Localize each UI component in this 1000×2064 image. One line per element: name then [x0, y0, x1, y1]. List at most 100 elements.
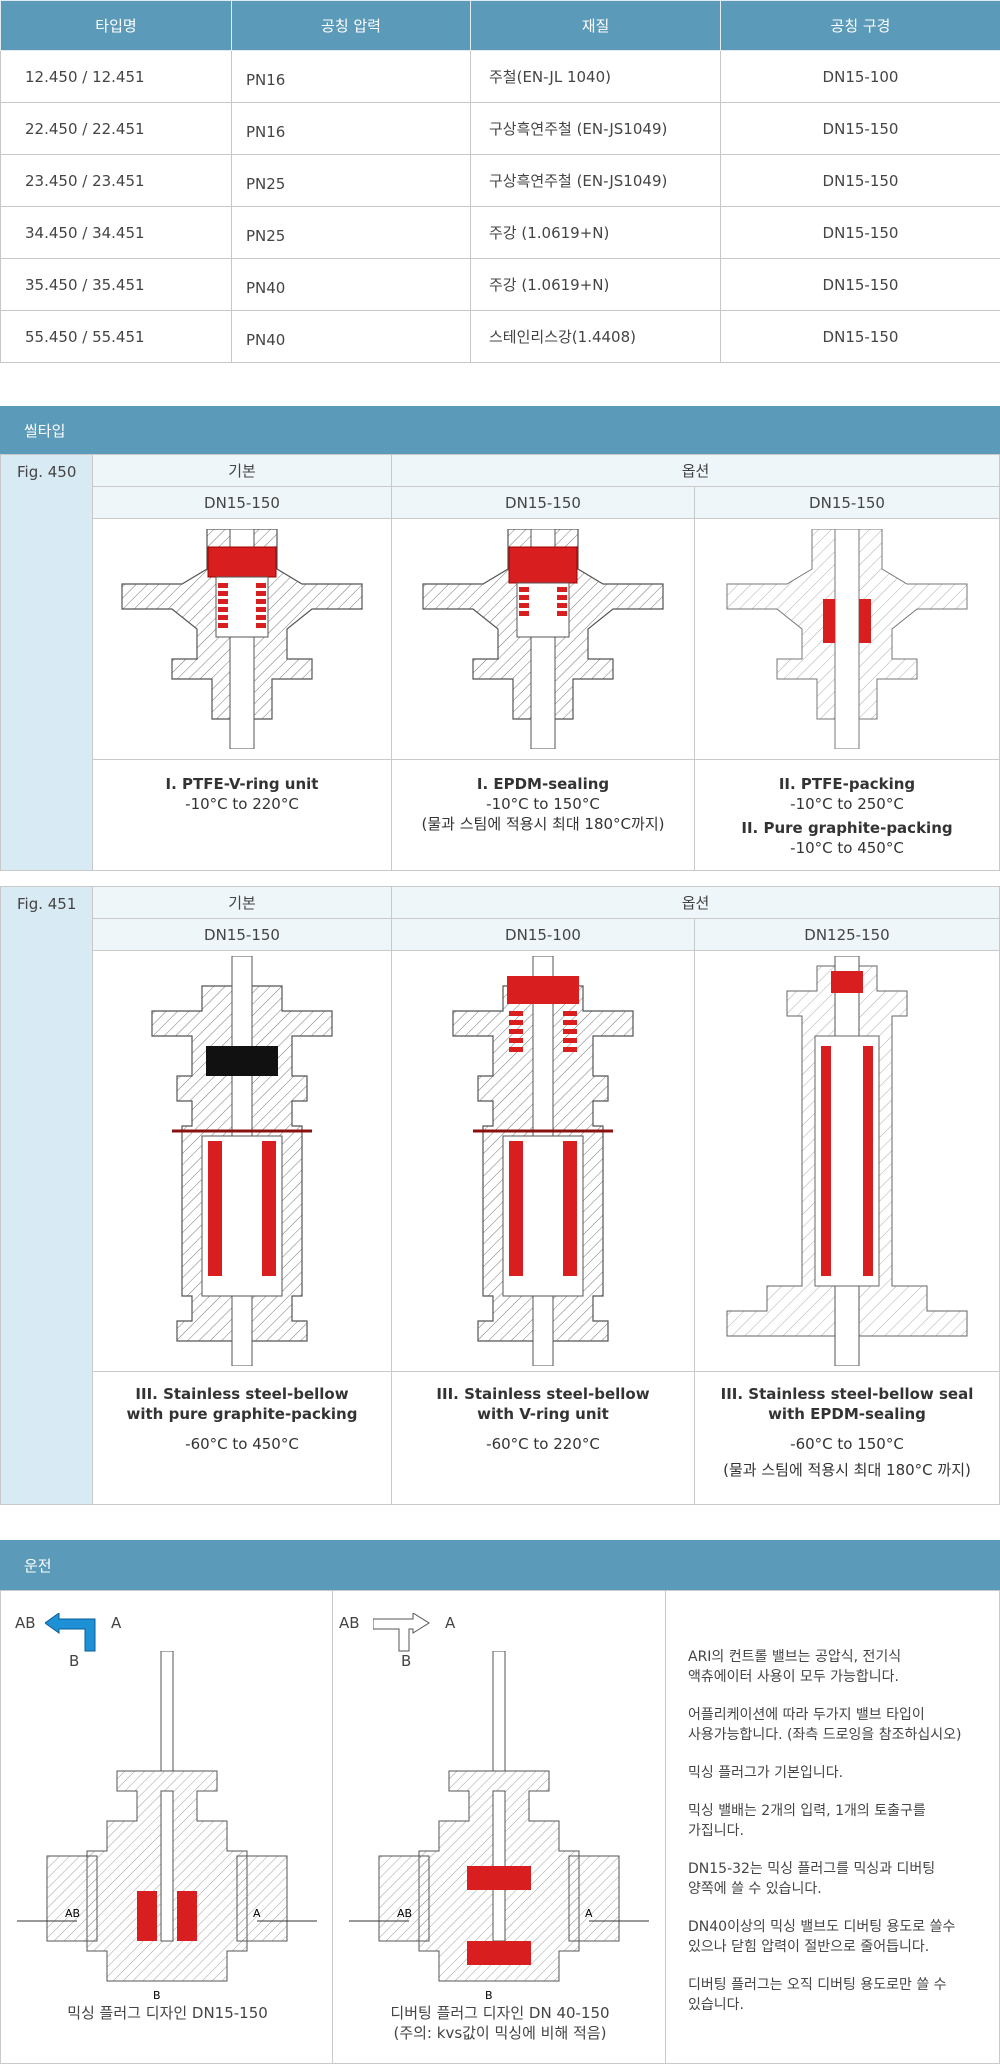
fig450-basic: 기본	[92, 454, 392, 487]
caption-title: III. Stainless steel-bellow	[135, 1385, 349, 1403]
fig451-size-3: DN125-150	[694, 918, 1000, 951]
note-line: 어플리케이션에 따라 두가지 밸브 타입이	[688, 1707, 925, 1723]
col-pressure: 공칭 압력	[231, 0, 471, 51]
fig451-caption-3: III. Stainless steel-bellow seal with EP…	[694, 1371, 1000, 1505]
size-cell: DN15-150	[720, 206, 1000, 259]
caption-note: (물과 스팀에 적용시 최대 180°C 까지)	[723, 1461, 971, 1479]
seal-section-title: 씰타입	[0, 406, 1000, 454]
size-cell: DN15-150	[720, 310, 1000, 363]
material-cell: 스테인리스강(1.4408)	[470, 310, 721, 363]
mixing-b-label: B	[69, 1652, 80, 1670]
mixing-panel: AB A B AB A B 믹싱 플러그 디자인 DN15-150	[0, 1590, 333, 2064]
fig451-size-1: DN15-150	[92, 918, 392, 951]
note-line: DN15-32는 믹싱 플러그를 믹싱과 디버팅	[688, 1861, 936, 1877]
pressure-cell: PN16	[231, 50, 471, 103]
mixing-caption: 믹싱 플러그 디자인 DN15-150	[67, 2004, 268, 2022]
note-line: 믹싱 밸배는 2개의 입력, 1개의 토출구를	[688, 1803, 926, 1819]
fig450-size-2: DN15-150	[391, 486, 695, 519]
caption-title-2: with EPDM-sealing	[768, 1405, 926, 1423]
caption-title: II. PTFE-packing	[778, 775, 916, 793]
note-line: 양쪽에 쓸 수 있습니다.	[688, 1881, 822, 1897]
flow-arrow-blue-icon	[45, 1613, 96, 1652]
fig450-caption-3: II. PTFE-packing -10°C to 250°C II. Pure…	[694, 759, 1000, 871]
size-cell: DN15-100	[720, 50, 1000, 103]
mixing-ab-label: AB	[15, 1614, 36, 1632]
fig450-drawing-3	[694, 518, 1000, 760]
caption-note: (물과 스팀에 적용시 최대 180°C까지)	[421, 815, 665, 833]
fig451-caption-1: III. Stainless steel-bellow with pure gr…	[92, 1371, 392, 1505]
fig451-drawing-3	[694, 950, 1000, 1372]
type-cell: 12.450 / 12.451	[0, 50, 232, 103]
material-cell: 주철(EN-JL 1040)	[470, 50, 721, 103]
material-cell: 구상흑연주철 (EN-JS1049)	[470, 154, 721, 207]
fig450-caption-1: I. PTFE-V-ring unit -10°C to 220°C	[92, 759, 392, 871]
material-cell: 주강 (1.0619+N)	[470, 206, 721, 259]
size-cell: DN15-150	[720, 102, 1000, 155]
fig451-drawing-2	[391, 950, 695, 1372]
note-line: 디버팅 플러그는 오직 디버팅 용도로만 쓸 수	[688, 1977, 947, 1993]
fig450-caption-2: I. EPDM-sealing -10°C to 150°C (물과 스팀에 적…	[391, 759, 695, 871]
svg-text:AB: AB	[65, 1907, 80, 1920]
fig451-drawing-1	[92, 950, 392, 1372]
material-cell: 주강 (1.0619+N)	[470, 258, 721, 311]
caption-title: I. EPDM-sealing	[476, 775, 610, 793]
caption-range: -10°C to 150°C	[486, 795, 600, 813]
caption-title-2: II. Pure graphite-packing	[741, 819, 953, 837]
pressure-cell: PN16	[231, 102, 471, 155]
diverting-caption-1: 디버팅 플러그 디자인 DN 40-150	[390, 2004, 610, 2022]
type-cell: 34.450 / 34.451	[0, 206, 232, 259]
caption-range-2: -10°C to 450°C	[790, 839, 904, 857]
fig451-size-2: DN15-100	[391, 918, 695, 951]
diverting-a-label: A	[445, 1614, 456, 1632]
caption-title: III. Stainless steel-bellow seal	[720, 1385, 974, 1403]
diverting-ab-label: AB	[339, 1614, 360, 1632]
fig451-label: Fig. 451	[0, 886, 93, 1505]
fig450-drawing-1	[92, 518, 392, 760]
type-cell: 22.450 / 22.451	[0, 102, 232, 155]
note-line: 믹싱 플러그가 기본입니다.	[688, 1765, 844, 1781]
note-line: 사용가능합니다. (좌측 드로잉을 참조하십시오)	[688, 1727, 962, 1743]
caption-title-2: with V-ring unit	[477, 1405, 609, 1423]
caption-range: -60°C to 150°C	[790, 1435, 904, 1453]
svg-text:B: B	[485, 1989, 493, 2002]
fig450-option: 옵션	[391, 454, 1000, 487]
note-line: 액츄에이터 사용이 모두 가능합니다.	[688, 1669, 899, 1685]
type-cell: 23.450 / 23.451	[0, 154, 232, 207]
fig451-caption-2: III. Stainless steel-bellow with V-ring …	[391, 1371, 695, 1505]
caption-range: -10°C to 250°C	[790, 795, 904, 813]
fig451-option: 옵션	[391, 886, 1000, 919]
flow-arrow-outline-icon	[373, 1613, 430, 1652]
note-line: 있으나 닫힘 압력이 절반으로 줄어듭니다.	[688, 1939, 930, 1955]
valve-bonnet-epdm-drawing	[422, 529, 664, 749]
pressure-cell: PN40	[231, 310, 471, 363]
svg-text:B: B	[153, 1989, 161, 2002]
pressure-cell: PN40	[231, 258, 471, 311]
size-cell: DN15-150	[720, 258, 1000, 311]
col-size: 공칭 구경	[720, 0, 1000, 51]
type-cell: 55.450 / 55.451	[0, 310, 232, 363]
fig450-drawing-2	[391, 518, 695, 760]
col-material: 재질	[470, 0, 721, 51]
svg-text:AB: AB	[397, 1907, 412, 1920]
type-cell: 35.450 / 35.451	[0, 258, 232, 311]
pressure-cell: PN25	[231, 154, 471, 207]
bellow-epdm-drawing	[726, 956, 968, 1366]
valve-bonnet-packing-drawing	[726, 529, 968, 749]
col-type: 타입명	[0, 0, 232, 51]
caption-range: -10°C to 220°C	[185, 795, 299, 813]
note-line: 가집니다.	[688, 1823, 744, 1839]
